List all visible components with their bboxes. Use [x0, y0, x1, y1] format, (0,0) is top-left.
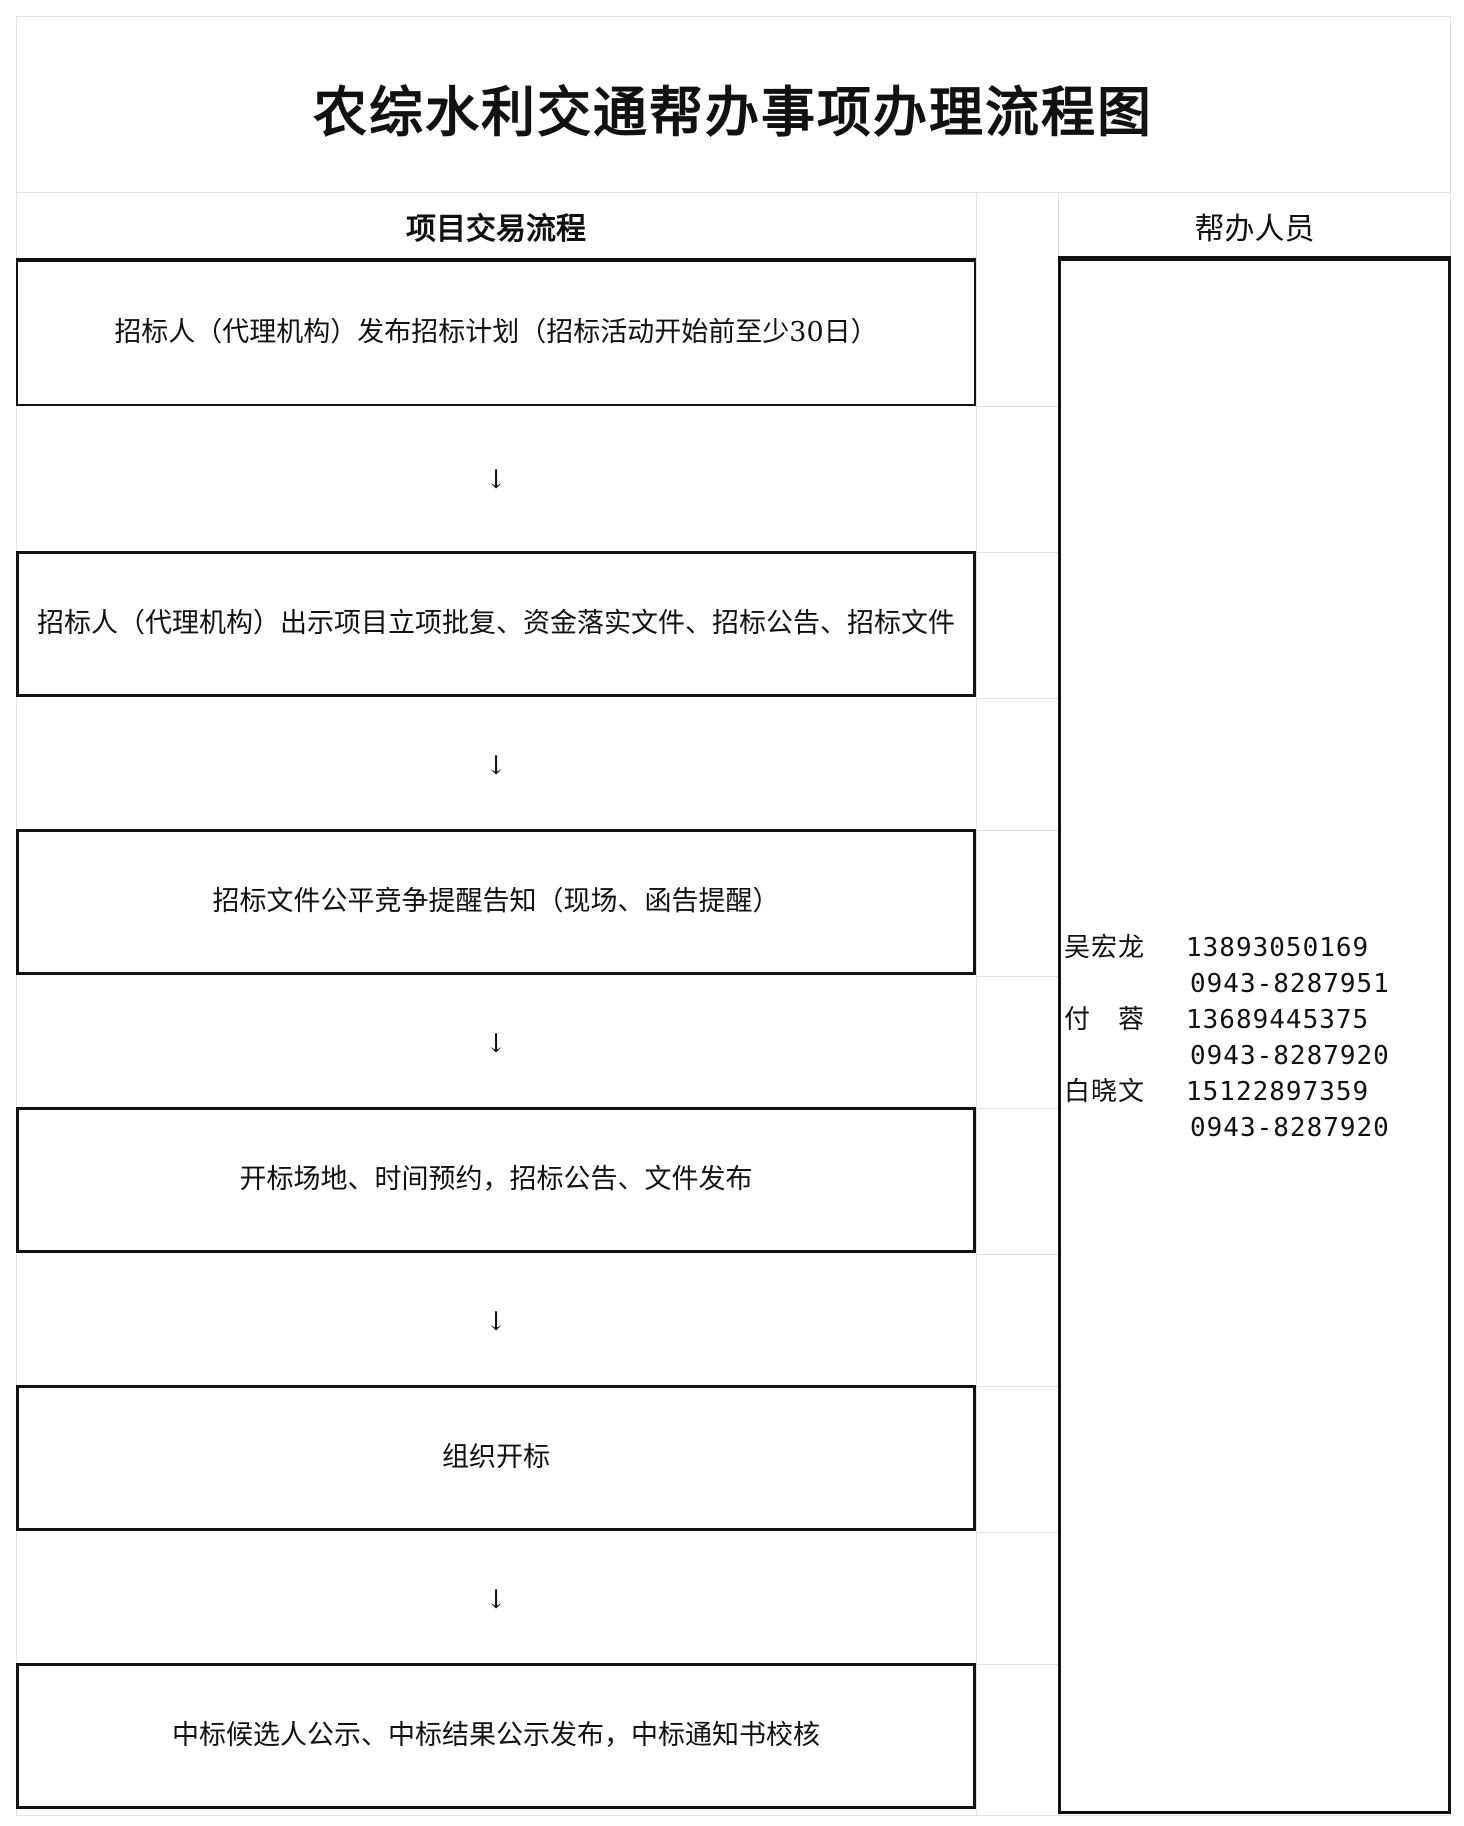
gridline [976, 976, 1058, 977]
gridline [976, 1532, 1058, 1533]
flow-step-3: 招标文件公平竞争提醒告知（现场、函告提醒） [16, 829, 976, 975]
staff-contact-box [1058, 258, 1451, 1814]
staff-contact-list: 吴宏龙 13893050169 0943-8287951 付 蓉 1368944… [1064, 930, 1444, 1146]
contact-mobile: 15122897359 [1186, 1077, 1370, 1107]
flow-step-4: 开标场地、时间预约，招标公告、文件发布 [16, 1107, 976, 1253]
flow-arrow-down-icon: ↓ [485, 1029, 507, 1059]
contact-mobile: 13689445375 [1186, 1005, 1370, 1035]
page-title: 农综水利交通帮办事项办理流程图 [313, 79, 1153, 144]
contact-mobile: 13893050169 [1186, 933, 1370, 963]
contact-name: 白晓文 [1064, 1077, 1146, 1107]
gridline [976, 1254, 1058, 1255]
contact-row: 吴宏龙 13893050169 [1064, 930, 1444, 966]
contact-name: 吴宏龙 [1064, 933, 1146, 963]
flow-step-2: 招标人（代理机构）出示项目立项批复、资金落实文件、招标公告、招标文件 [16, 551, 976, 697]
contact-phone: 0943-8287920 [1190, 1041, 1390, 1071]
contact-phone: 0943-8287951 [1190, 969, 1390, 999]
contact-row: 白晓文 15122897359 [1064, 1074, 1444, 1110]
header-divider [16, 258, 976, 260]
gridline [976, 698, 1058, 699]
gridline [976, 1386, 1058, 1387]
contact-name: 付 蓉 [1064, 1005, 1146, 1035]
flow-step-1: 招标人（代理机构）发布招标计划（招标活动开始前至少30日） [16, 260, 976, 406]
gridline [16, 1815, 1450, 1816]
flow-arrow-down-icon: ↓ [485, 1585, 507, 1615]
gridline [16, 192, 1450, 193]
process-column-header: 项目交易流程 [406, 212, 586, 247]
gridline [976, 830, 1058, 831]
contact-row: 0943-8287920 [1064, 1110, 1444, 1146]
gridline [976, 552, 1058, 553]
contact-row: 0943-8287920 [1064, 1038, 1444, 1074]
flow-step-6: 中标候选人公示、中标结果公示发布，中标通知书校核 [16, 1663, 976, 1809]
gridline [976, 406, 1058, 407]
contact-phone: 0943-8287920 [1190, 1113, 1390, 1143]
flow-arrow-down-icon: ↓ [485, 1307, 507, 1337]
contact-row: 0943-8287951 [1064, 966, 1444, 1002]
flow-arrow-down-icon: ↓ [485, 465, 507, 495]
gridline [16, 16, 1450, 17]
flow-arrow-down-icon: ↓ [485, 751, 507, 781]
staff-column-header: 帮办人员 [1194, 212, 1315, 247]
contact-row: 付 蓉 13689445375 [1064, 1002, 1444, 1038]
header-divider [1058, 256, 1451, 258]
gridline [976, 1108, 1058, 1109]
gridline [976, 192, 977, 1816]
gridline [976, 1664, 1058, 1665]
flow-step-5: 组织开标 [16, 1385, 976, 1531]
